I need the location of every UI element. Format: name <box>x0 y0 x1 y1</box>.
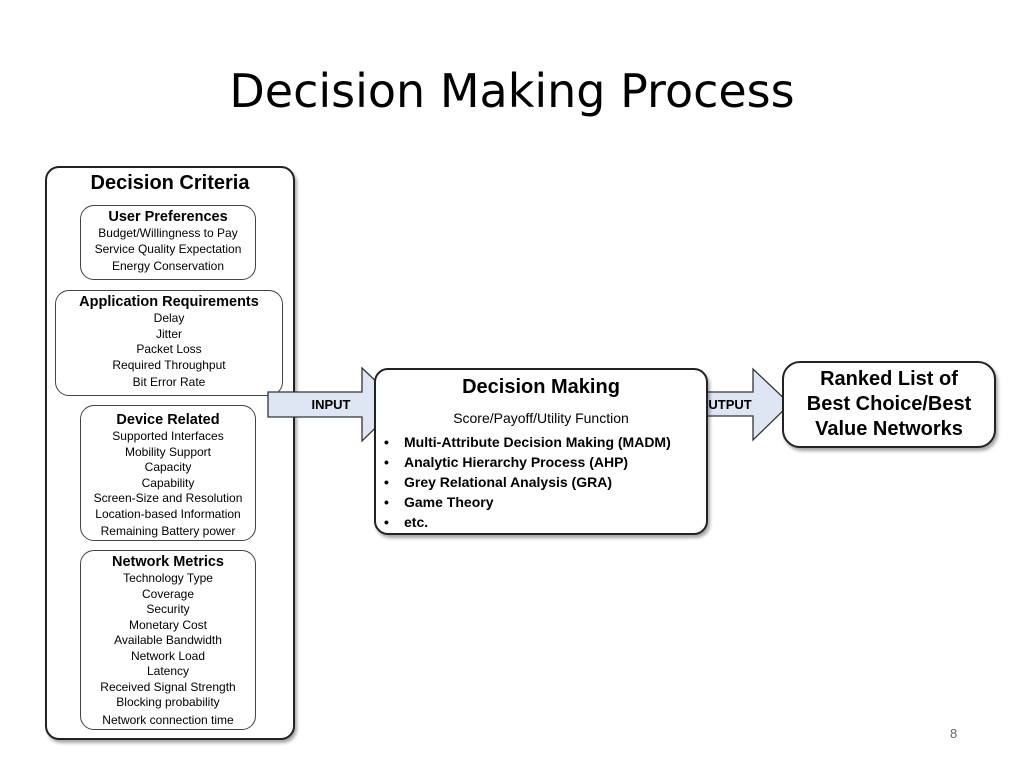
device-related-group: Device Related Supported Interfaces Mobi… <box>80 405 256 541</box>
group-heading: Network Metrics <box>111 554 224 570</box>
method-list: Multi-Attribute Decision Making (MADM) A… <box>382 432 671 532</box>
method-item: Analytic Hierarchy Process (AHP) <box>382 452 671 472</box>
criterion-item: Bit Error Rate <box>132 375 206 389</box>
criterion-item: Technology Type <box>123 571 213 585</box>
criterion-item: Location-based Information <box>95 506 241 521</box>
criterion-item: Capability <box>141 475 195 490</box>
network-metrics-group: Network Metrics Technology Type Coverage… <box>80 550 256 730</box>
decision-making-title: Decision Making <box>462 376 620 398</box>
criterion-item: Received Signal Strength <box>100 679 236 694</box>
criterion-item: Network Load <box>130 648 206 663</box>
criterion-item: Service Quality Expectation <box>94 241 242 256</box>
method-item: Game Theory <box>382 492 671 512</box>
criterion-item: Screen-Size and Resolution <box>93 491 243 505</box>
criterion-item: Network connection time <box>102 712 234 727</box>
decision-criteria-title: Decision Criteria <box>90 172 250 194</box>
criterion-item: Jitter <box>155 326 182 341</box>
criterion-item: Coverage <box>141 586 195 601</box>
method-item: etc. <box>382 512 671 532</box>
criterion-item: Mobility Support <box>124 444 212 459</box>
criterion-item: Required Throughput <box>112 357 226 372</box>
decision-making-subtitle: Score/Payoff/Utility Function <box>453 410 629 426</box>
result-line: Best Choice/Best <box>806 393 972 415</box>
method-item: Grey Relational Analysis (GRA) <box>382 472 671 492</box>
user-preferences-group: User Preferences Budget/Willingness to P… <box>80 205 256 280</box>
criterion-item: Budget/Willingness to Pay <box>98 226 238 240</box>
ranked-list-text: Ranked List of Best Choice/Best Value Ne… <box>784 367 994 442</box>
criterion-item: Packet Loss <box>136 342 202 356</box>
criterion-item: Blocking probability <box>116 695 220 709</box>
application-requirements-group: Application Requirements Delay Jitter Pa… <box>55 290 283 396</box>
criterion-item: Supported Interfaces <box>112 429 224 443</box>
criterion-item: Remaining Battery power <box>100 524 236 538</box>
criterion-item: Latency <box>146 664 190 678</box>
result-line: Ranked List of <box>820 368 958 390</box>
criterion-item: Available Bandwidth <box>114 633 222 647</box>
slide-title: Decision Making Process <box>229 64 795 118</box>
page-number: 8 <box>950 726 958 741</box>
criterion-item: Security <box>146 602 190 616</box>
criterion-item: Monetary Cost <box>128 617 208 632</box>
criterion-item: Delay <box>153 311 185 325</box>
criterion-item: Energy Conservation <box>111 259 225 273</box>
result-line: Value Networks <box>815 418 963 440</box>
decision-making-box: Decision Making Score/Payoff/Utility Fun… <box>374 368 708 535</box>
group-heading: Application Requirements <box>79 294 259 310</box>
ranked-list-box: Ranked List of Best Choice/Best Value Ne… <box>782 361 996 448</box>
criterion-item: Capacity <box>144 460 192 474</box>
method-item: Multi-Attribute Decision Making (MADM) <box>382 432 671 452</box>
group-heading: Device Related <box>116 412 220 428</box>
group-heading: User Preferences <box>108 209 228 225</box>
input-arrow-label: INPUT <box>312 397 351 412</box>
